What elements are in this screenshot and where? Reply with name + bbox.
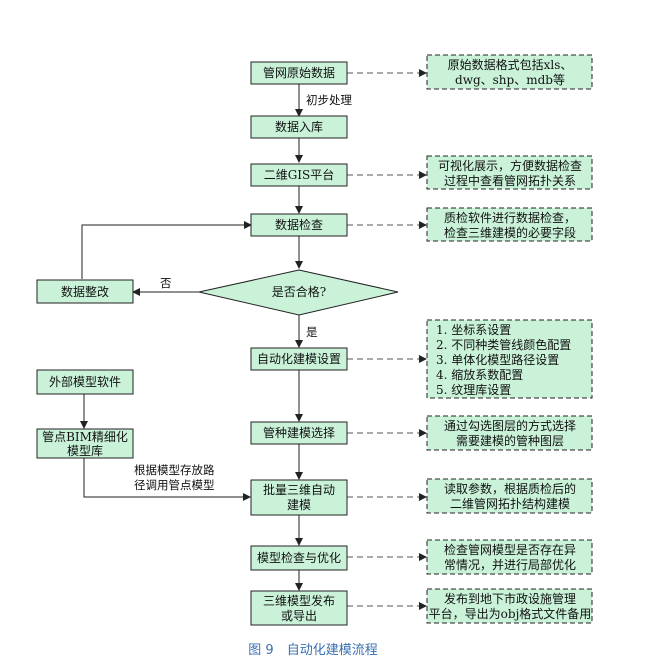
node-gis: 二维GIS平台 [250,163,348,187]
node-gis-label: 二维GIS平台 [264,167,335,182]
note-raw-data: 原始数据格式包括xls、 dwg、shp、mdb等 [426,54,593,90]
svg-text:读取参数，根据质检后的: 读取参数，根据质检后的 [444,481,576,496]
svg-text:通过勾选图层的方式选择: 通过勾选图层的方式选择 [444,418,576,433]
node-auto-setup-label: 自动化建模设置 [257,352,341,366]
figure-caption: 图 9 自动化建模流程 [248,643,377,658]
svg-text:1. 坐标系设置: 1. 坐标系设置 [436,323,511,337]
note-batch: 读取参数，根据质检后的 二维管网拓扑结构建模 [426,478,593,514]
note-publish: 发布到地下市政设施管理 平台，导出为obj格式文件备用 [426,588,593,624]
note-connectors [347,69,427,610]
edge-label-preprocess: 初步处理 [306,93,352,107]
svg-text:检查管网模型是否存在异: 检查管网模型是否存在异 [444,542,576,557]
svg-text:过程中查看管网拓扑关系: 过程中查看管网拓扑关系 [444,173,576,188]
main-connectors [80,84,303,591]
edge-bim-to-batch [83,458,251,501]
node-batch-label-1: 批量三维自动 [263,482,335,497]
svg-text:需要建模的管种图层: 需要建模的管种图层 [456,433,564,448]
node-import: 数据入库 [250,115,348,139]
node-fix: 数据整改 [36,279,134,304]
note-pipe-select: 通过勾选图层的方式选择 需要建模的管种图层 [426,415,593,451]
node-decision-label: 是否合格? [272,284,326,299]
node-auto-setup: 自动化建模设置 [250,347,348,371]
svg-text:3. 单体化模型路径设置: 3. 单体化模型路径设置 [436,352,559,367]
svg-text:5. 纹理库设置: 5. 纹理库设置 [436,382,511,397]
node-check: 数据检查 [250,213,348,237]
node-pipe-select-label: 管种建模选择 [263,425,335,440]
svg-text:2. 不同种类管线颜色配置: 2. 不同种类管线颜色配置 [436,337,571,352]
node-decision: 是否合格? [198,269,399,316]
edge-label-yes: 是 [306,325,318,339]
svg-text:常情况，并进行局部优化: 常情况，并进行局部优化 [444,557,576,572]
node-publish-label-2: 或导出 [281,609,317,623]
svg-text:平台，导出为obj格式文件备用: 平台，导出为obj格式文件备用 [429,606,592,621]
edge-label-no: 否 [160,276,172,290]
svg-text:质检软件进行数据检查，: 质检软件进行数据检查， [444,210,576,225]
note-gis: 可视化展示，方便数据检查 过程中查看管网拓扑关系 [426,155,593,190]
node-check-label: 数据检查 [275,217,323,232]
node-fix-label: 数据整改 [61,284,109,299]
node-pipe-select: 管种建模选择 [250,421,348,445]
note-optimize: 检查管网模型是否存在异 常情况，并进行局部优化 [426,539,593,575]
svg-text:可视化展示，方便数据检查: 可视化展示，方便数据检查 [438,158,582,173]
node-bim: 管点BIM精细化 模型库 [36,428,134,459]
node-optimize: 模型检查与优化 [250,545,348,571]
svg-text:dwg、shp、mdb等: dwg、shp、mdb等 [455,73,565,87]
svg-text:原始数据格式包括xls、: 原始数据格式包括xls、 [448,57,573,72]
node-external: 外部模型软件 [36,369,134,395]
edge-fix-to-check [81,221,252,279]
node-batch: 批量三维自动 建模 [250,479,348,516]
svg-text:4. 缩放系数配置: 4. 缩放系数配置 [436,367,523,382]
node-publish: 三维模型发布 或导出 [250,590,348,626]
node-bim-label-1: 管点BIM精细化 [42,429,128,444]
svg-text:检查三维建模的必要字段: 检查三维建模的必要字段 [444,225,576,240]
node-raw-data: 管网原始数据 [250,61,348,85]
node-import-label: 数据入库 [275,119,323,134]
svg-text:发布到地下市政设施管理: 发布到地下市政设施管理 [444,591,576,606]
edge-label-path-1: 根据模型存放路 [134,463,215,477]
node-external-label: 外部模型软件 [49,374,121,389]
svg-text:二维管网拓扑结构建模: 二维管网拓扑结构建模 [450,496,570,511]
node-raw-data-label: 管网原始数据 [263,65,335,80]
node-batch-label-2: 建模 [287,498,311,512]
node-publish-label-1: 三维模型发布 [263,593,335,608]
edge-label-path-2: 径调用管点模型 [134,478,215,492]
node-optimize-label: 模型检查与优化 [257,550,341,565]
node-bim-label-2: 模型库 [67,443,103,458]
note-check: 质检软件进行数据检查， 检查三维建模的必要字段 [426,207,593,242]
note-auto-setup: 1. 坐标系设置 2. 不同种类管线颜色配置 3. 单体化模型路径设置 4. 缩… [426,319,593,399]
